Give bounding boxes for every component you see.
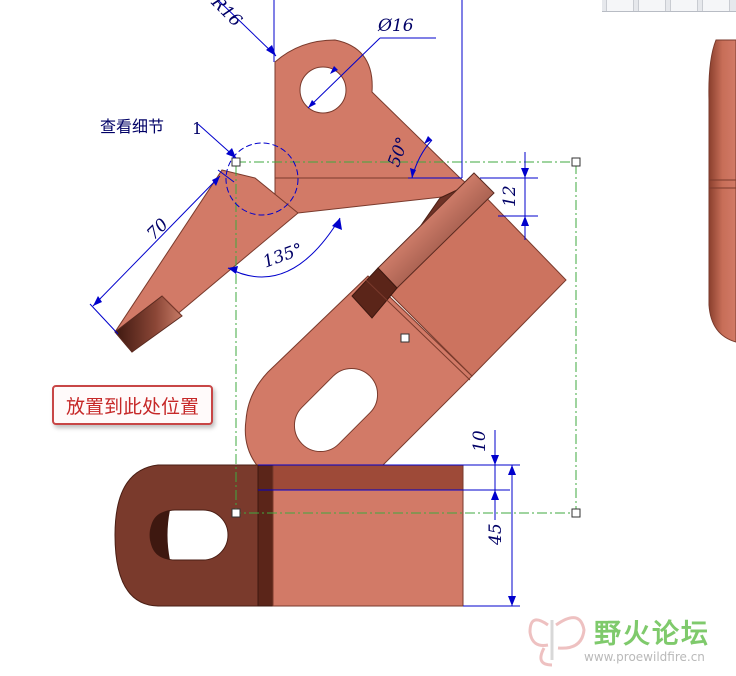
view-label[interactable]: 查看细节 xyxy=(100,117,164,136)
bracket-plate xyxy=(274,39,462,179)
bottom-top-strip xyxy=(272,464,464,491)
slot-hole xyxy=(293,367,379,453)
dim-dia16-label[interactable]: Ø16 xyxy=(377,16,414,36)
watermark-name: 野火论坛 xyxy=(594,619,710,650)
dim-135-label[interactable]: 135° xyxy=(260,240,305,273)
zoom-button[interactable] xyxy=(606,0,634,11)
dim-12-label[interactable]: 12 xyxy=(500,185,520,207)
handle-top-left[interactable] xyxy=(231,157,241,167)
dimensions xyxy=(89,0,538,607)
watermark-url: www.proewildfire.cn xyxy=(584,650,705,664)
bracket-top-view[interactable] xyxy=(114,39,480,353)
dim-10-label[interactable]: 10 xyxy=(470,430,490,452)
pan-button[interactable] xyxy=(670,0,698,11)
dim-70-label[interactable]: 70 xyxy=(143,215,173,245)
handle-top-right[interactable] xyxy=(571,157,581,167)
dim-45-label[interactable]: 45 xyxy=(486,523,506,546)
dim-r16-label[interactable]: R16 xyxy=(206,0,245,31)
handle-center[interactable] xyxy=(400,333,410,343)
bracket-bottom-view[interactable] xyxy=(114,464,464,607)
rotate-button[interactable] xyxy=(638,0,666,11)
flange-side xyxy=(351,267,398,319)
placement-callout: 放置到此处位置 xyxy=(52,385,214,425)
fold-line xyxy=(161,295,183,317)
bend-line xyxy=(365,279,471,381)
bracket-rotated-view[interactable] xyxy=(244,172,567,494)
partial-part xyxy=(708,39,736,343)
detail-id[interactable]: 1 xyxy=(192,119,202,138)
slot-shadow xyxy=(150,510,175,560)
watermark-logo-icon xyxy=(528,616,586,667)
bottom-main-face xyxy=(272,489,464,607)
handle-bottom-left[interactable] xyxy=(231,508,241,518)
bracket-hole xyxy=(299,66,347,114)
view-style-button[interactable] xyxy=(702,0,730,11)
selection-box[interactable] xyxy=(231,157,581,518)
bottom-inner-edge xyxy=(257,464,274,607)
callout-text: 放置到此处位置 xyxy=(66,395,200,418)
handle-bottom-right[interactable] xyxy=(571,508,581,518)
partial-side-view[interactable] xyxy=(708,39,736,343)
view-toolbar xyxy=(602,0,736,12)
